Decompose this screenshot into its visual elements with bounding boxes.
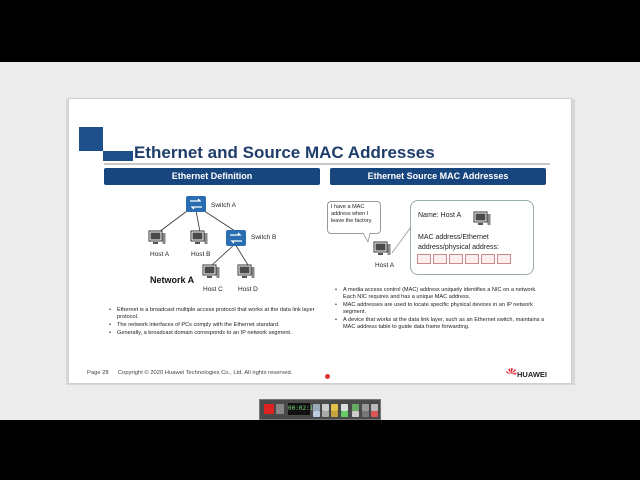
bullet-item: A media access control (MAC) address uni… <box>334 287 548 301</box>
ethernet-definition-bullets: Ethernet is a broadcast multiple access … <box>108 307 320 338</box>
title-decoration-square <box>79 127 103 151</box>
mac-octet-cell <box>481 254 495 264</box>
copyright-text: Copyright © 2020 Huawei Technologies Co.… <box>118 370 293 376</box>
title-divider <box>104 163 550 165</box>
mac-octet-cell <box>433 254 447 264</box>
huawei-logo-icon <box>506 368 517 375</box>
section-heading-ethernet-definition: Ethernet Definition <box>104 168 320 185</box>
host-b-label: Host B <box>191 251 211 258</box>
pause-icon[interactable] <box>276 404 284 414</box>
panel-mac-label: MAC address/Ethernet address/physical ad… <box>418 234 499 251</box>
switch-a-label: Switch A <box>211 202 236 209</box>
pencil-icon[interactable] <box>331 411 338 417</box>
speech-bubble-tail <box>362 233 371 243</box>
mac-octet-cell <box>449 254 463 264</box>
bullet-item: MAC addresses are used to locate specifi… <box>334 302 548 316</box>
huawei-brand-text: HUAWEI <box>517 370 547 379</box>
close-icon[interactable] <box>371 404 378 411</box>
host-d-label: Host D <box>238 286 258 293</box>
host-pc-icon <box>373 241 391 255</box>
switch-icon <box>226 230 246 246</box>
highlight-icon[interactable] <box>341 411 348 417</box>
recording-timer: 00:02:15 <box>288 403 317 415</box>
host-pc-icon <box>237 264 255 278</box>
host-a-label-right: Host A <box>375 262 395 269</box>
record-icon[interactable] <box>371 411 378 417</box>
section-heading-source-mac: Ethernet Source MAC Addresses <box>330 168 546 185</box>
bullet-item: Ethernet is a broadcast multiple access … <box>108 307 320 321</box>
bullet-item: Generally, a broadcast domain correspond… <box>108 330 320 337</box>
mac-octet-cell <box>497 254 511 264</box>
minimize-icon[interactable] <box>362 404 369 411</box>
microphone-icon[interactable] <box>322 411 329 417</box>
host-pc-icon <box>202 264 220 278</box>
switch-icon <box>186 196 206 212</box>
host-a-label: Host A <box>150 251 170 258</box>
slide-title: Ethernet and Source MAC Addresses <box>134 143 435 162</box>
connector-line <box>391 226 412 254</box>
zoom-icon[interactable] <box>352 404 359 411</box>
network-a-label: Network A <box>150 275 195 285</box>
mac-octet-cell <box>465 254 479 264</box>
host-pc-icon <box>148 230 166 244</box>
menu-icon[interactable] <box>362 411 369 417</box>
pointer-dot <box>325 374 330 379</box>
stop-record-icon[interactable] <box>264 404 274 414</box>
settings-icon[interactable] <box>341 404 348 411</box>
webcam-icon[interactable] <box>322 404 329 411</box>
host-pc-icon <box>473 211 491 225</box>
mac-octet-cell <box>417 254 431 264</box>
switch-b-label: Switch B <box>251 234 277 241</box>
screen-icon[interactable] <box>313 404 320 411</box>
draw-icon[interactable] <box>352 411 359 417</box>
host-pc-icon <box>190 230 208 244</box>
title-decoration-bar <box>103 151 133 161</box>
bullet-item: A device that works at the data link lay… <box>334 317 548 331</box>
bullet-item: The network interfaces of PCs comply wit… <box>108 322 320 329</box>
speech-bubble: I have a MAC address when I leave the fa… <box>327 201 381 234</box>
source-mac-bullets: A media access control (MAC) address uni… <box>334 287 548 332</box>
panel-host-name: Name: Host A <box>418 212 462 219</box>
volume-icon[interactable] <box>313 411 320 417</box>
host-c-label: Host C <box>203 286 223 293</box>
page-number: Page 28 <box>87 370 109 376</box>
folder-icon[interactable] <box>331 404 338 411</box>
